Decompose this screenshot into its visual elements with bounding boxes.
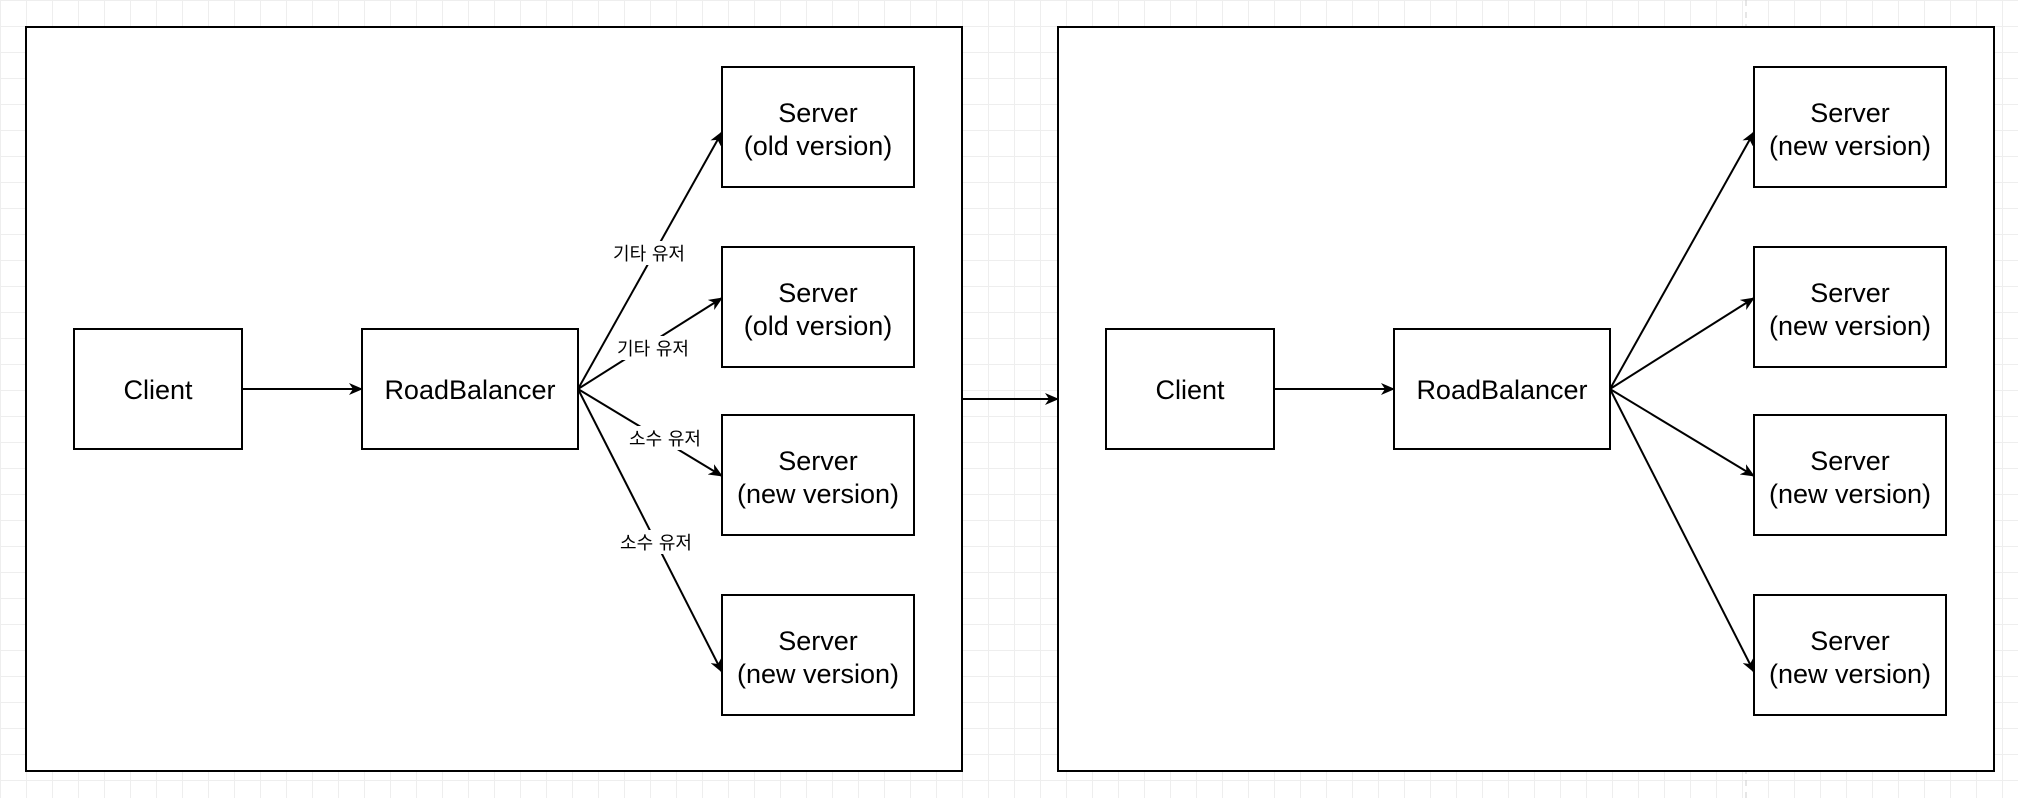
server-version: (new version) [1769,659,1931,689]
server-version: (new version) [1769,311,1931,341]
edge-balancer-to-server-1 [1609,131,1755,390]
client-label: Client [123,375,193,405]
edge-balancer-to-server-4 [1609,388,1755,673]
server-title: Server [1810,278,1890,308]
client-label: Client [1155,375,1225,405]
panel-before: 기타 유저 기타 유저 소수 유저 소수 유저 Client RoadBalan… [25,26,963,772]
server-node[interactable]: Server (new version) [1753,66,1947,188]
svg-text:기타 유저: 기타 유저 [617,339,689,360]
server-version: (new version) [1769,131,1931,161]
svg-text:소수 유저: 소수 유저 [620,533,692,554]
svg-text:소수 유저: 소수 유저 [629,429,701,450]
server-version: (new version) [737,479,899,509]
client-node[interactable]: Client [1105,328,1275,450]
server-node[interactable]: Server (new version) [1753,594,1947,716]
edge-label-3: 소수 유저 [622,426,708,450]
load-balancer-node[interactable]: RoadBalancer [361,328,579,450]
edge-balancer-to-server-3 [1609,388,1755,477]
server-version: (new version) [737,659,899,689]
load-balancer-label: RoadBalancer [384,375,555,405]
edge-label-1: 기타 유저 [606,241,692,265]
server-node[interactable]: Server (new version) [721,414,915,536]
load-balancer-label: RoadBalancer [1416,375,1587,405]
server-title: Server [778,98,858,128]
client-node[interactable]: Client [73,328,243,450]
server-title: Server [1810,446,1890,476]
server-node[interactable]: Server (old version) [721,66,915,188]
server-node[interactable]: Server (new version) [1753,246,1947,368]
server-title: Server [778,626,858,656]
server-version: (old version) [744,311,893,341]
edge-balancer-to-server-2 [1609,297,1755,390]
server-node[interactable]: Server (new version) [1753,414,1947,536]
edge-label-4: 소수 유저 [613,530,699,554]
server-title: Server [778,278,858,308]
server-node[interactable]: Server (new version) [721,594,915,716]
server-version: (old version) [744,131,893,161]
server-title: Server [778,446,858,476]
server-version: (new version) [1769,479,1931,509]
edge-label-2: 기타 유저 [610,336,696,360]
server-title: Server [1810,626,1890,656]
svg-text:기타 유저: 기타 유저 [613,244,685,265]
load-balancer-node[interactable]: RoadBalancer [1393,328,1611,450]
server-node[interactable]: Server (old version) [721,246,915,368]
server-title: Server [1810,98,1890,128]
panel-after: Client RoadBalancer Server (new version)… [1057,26,1995,772]
